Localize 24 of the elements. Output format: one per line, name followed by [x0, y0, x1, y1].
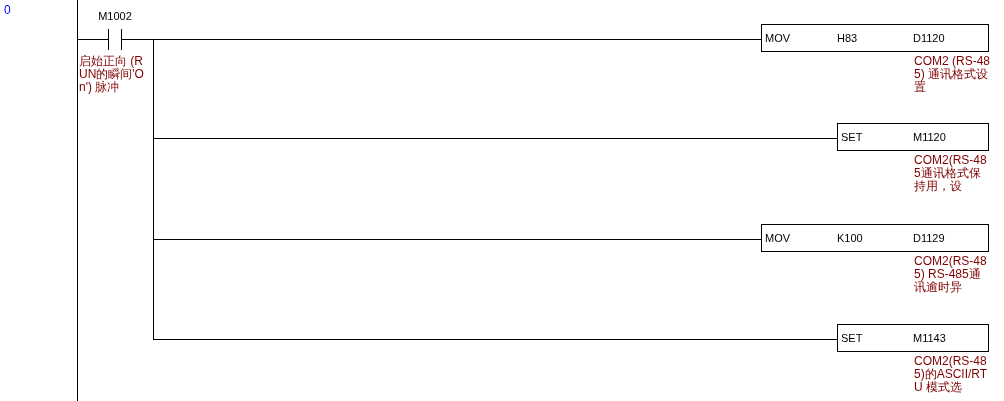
- instruction-box: [837, 123, 989, 151]
- instruction-mnemonic: SET: [841, 331, 863, 345]
- normally-open-contact: [96, 10, 134, 50]
- device-comment: 启始正向 (RUN的瞬间'On') 脉冲: [79, 55, 145, 94]
- instruction-box: [837, 324, 989, 352]
- operand: M1143: [913, 331, 946, 345]
- device-address: M1002: [98, 10, 132, 23]
- instruction-mnemonic: SET: [841, 130, 863, 144]
- instruction-mnemonic: MOV: [765, 31, 791, 45]
- operand: D1129: [913, 231, 945, 245]
- device-comment: COM2(RS-485) RS-485通讯逾时异: [914, 255, 988, 294]
- device-comment: COM2(RS-485)的ASCII/RTU 模式选: [914, 355, 989, 394]
- ladder-wire: [77, 39, 97, 40]
- instruction-box: [761, 224, 989, 252]
- operand: M1120: [913, 130, 946, 144]
- step-number: 0: [4, 3, 11, 17]
- operand: K100: [837, 231, 863, 245]
- device-comment: COM2(RS-485通讯格式保持用，设: [914, 154, 988, 193]
- ladder-wire: [133, 39, 838, 340]
- operand: H83: [837, 31, 858, 45]
- device-comment: COM2 (RS-485) 通讯格式设置: [914, 55, 990, 94]
- instruction-mnemonic: MOV: [765, 231, 791, 245]
- operand: D1120: [913, 31, 945, 45]
- instruction-box: [761, 24, 989, 52]
